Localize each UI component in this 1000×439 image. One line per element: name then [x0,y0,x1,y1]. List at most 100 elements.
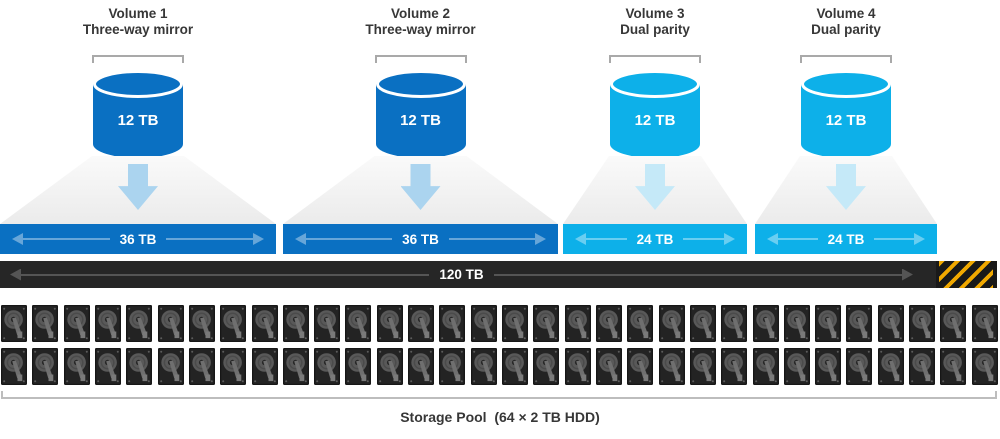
arrowhead-left-icon [575,233,586,245]
volume-name: Volume 4 [816,6,876,21]
hdd-icon [972,305,998,342]
hazard-stripes-icon [936,261,997,288]
hdd-icon [283,348,309,385]
hdd-icon [158,348,184,385]
hdd-icon [784,348,810,385]
hdd-icon [1,305,27,342]
volume-cylinder-icon: 12 TB [93,70,183,158]
hdd-icon [158,305,184,342]
disk-grid [1,305,998,385]
hdd-icon [596,305,622,342]
pool-label: Storage Pool (64 × 2 TB HDD) [400,409,600,425]
hdd-icon [533,348,559,385]
hdd-icon [533,305,559,342]
hdd-icon [32,305,58,342]
disk-row [1,305,998,342]
hdd-icon [408,348,434,385]
footprint-label: 24 TB [827,231,865,247]
hdd-icon [189,348,215,385]
hdd-icon [627,348,653,385]
arrow-line [493,273,902,276]
volume-size-label: 12 TB [117,112,159,129]
hdd-icon [721,348,747,385]
arrow-line [23,238,110,240]
hdd-icon [909,305,935,342]
hdd-icon [596,348,622,385]
hdd-icon [721,305,747,342]
hdd-icon [252,305,278,342]
hdd-icon [95,348,121,385]
hdd-icon [753,348,779,385]
volume-resiliency: Three-way mirror [365,22,476,37]
top-bracket [609,55,701,63]
hdd-icon [815,348,841,385]
hdd-icon [565,305,591,342]
volume-cylinder-icon: 12 TB [376,70,466,158]
hdd-icon [345,305,371,342]
hdd-icon [940,348,966,385]
volume-cylinder-icon: 12 TB [610,70,700,158]
hdd-icon [189,305,215,342]
footprint-bar: 24 TB [755,224,937,254]
arrowhead-left-icon [767,233,778,245]
hdd-icon [377,348,403,385]
hdd-icon [690,348,716,385]
arrowhead-right-icon [914,233,926,245]
volume-1-column: Volume 1 Three-way mirror 12 TB 36 TB [0,0,276,254]
hdd-icon [64,348,90,385]
hdd-icon [471,348,497,385]
arrowhead-left-icon [295,233,306,245]
hdd-icon [220,348,246,385]
hdd-icon [471,305,497,342]
arrow-line [448,238,536,240]
arrow-line [21,273,430,276]
volume-name: Volume 3 [625,6,685,21]
arrow-line [683,238,725,240]
hdd-icon [846,305,872,342]
footprint-label: 24 TB [636,231,674,247]
arrowhead-right-icon [535,233,547,245]
arrowhead-right-icon [724,233,736,245]
volume-title: Volume 2 Three-way mirror [243,6,598,38]
footprint-label: 36 TB [119,231,157,247]
hdd-icon [439,348,465,385]
volume-4-column: Volume 4 Dual parity 12 TB 24 TB [755,0,937,254]
volume-title: Volume 4 Dual parity [715,6,977,38]
volume-size-label: 12 TB [634,112,676,129]
hdd-icon [909,348,935,385]
volume-cylinder-icon: 12 TB [801,70,891,158]
hdd-icon [784,305,810,342]
hdd-icon [314,305,340,342]
hdd-icon [627,305,653,342]
hdd-icon [377,305,403,342]
arrowhead-right-icon [902,268,913,281]
top-bracket [92,55,184,63]
footprint-bar: 36 TB [0,224,276,254]
hdd-icon [690,305,716,342]
hdd-icon [815,305,841,342]
volume-name: Volume 2 [390,6,451,21]
hdd-icon [502,348,528,385]
hdd-icon [32,348,58,385]
arrow-line [166,238,254,240]
arrowhead-left-icon [10,268,21,281]
hdd-icon [95,305,121,342]
hdd-icon [252,348,278,385]
hdd-icon [502,305,528,342]
hdd-icon [345,348,371,385]
arrow-line [778,238,818,240]
pool-bracket [1,391,997,399]
volume-size-label: 12 TB [825,112,867,129]
hdd-icon [439,305,465,342]
volume-resiliency: Three-way mirror [82,22,194,37]
hdd-icon [972,348,998,385]
arrow-line [874,238,915,240]
volume-2-column: Volume 2 Three-way mirror 12 TB 36 TB [283,0,558,254]
footprint-bar: 24 TB [563,224,747,254]
hdd-icon [659,305,685,342]
volume-title: Volume 1 Three-way mirror [0,6,316,38]
pool-capacity-bar: 120 TB [0,261,997,288]
volume-resiliency: Dual parity [620,22,690,37]
pool-total-label: 120 TB [439,267,484,282]
hdd-icon [314,348,340,385]
